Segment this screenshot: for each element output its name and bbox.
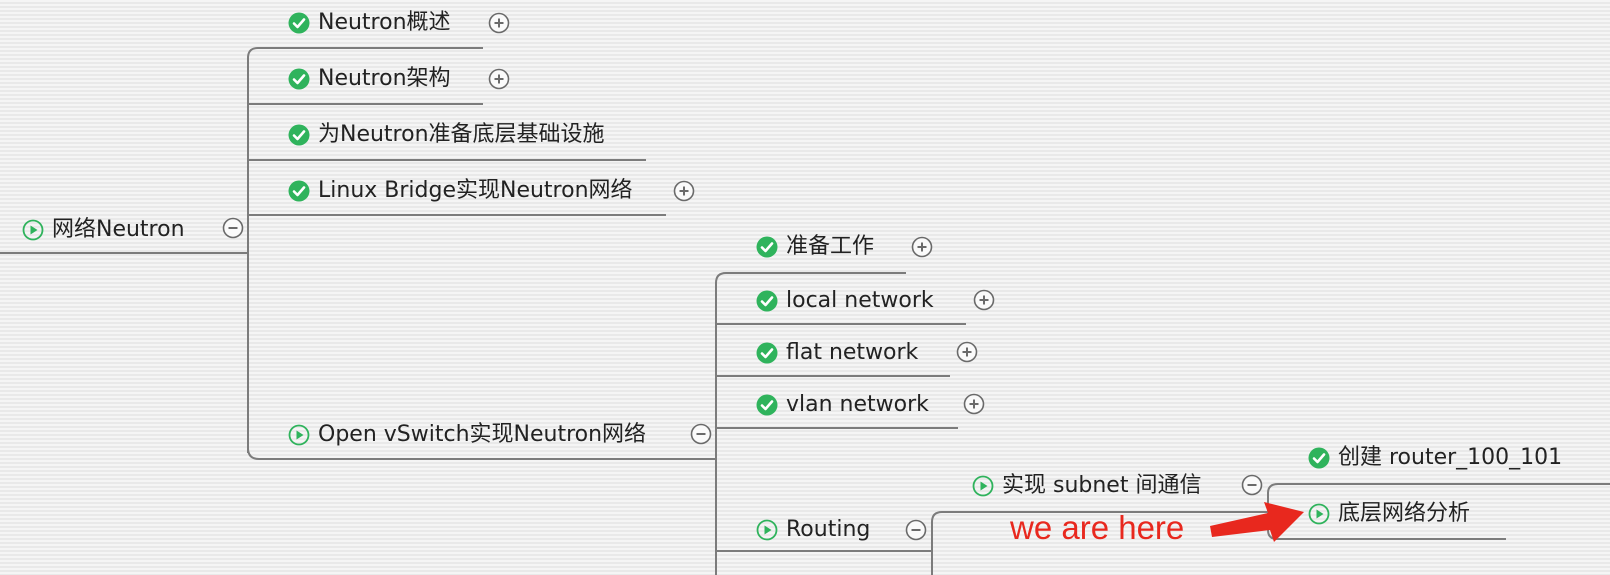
node-neutron-infrastructure[interactable]: 为Neutron准备底层基础设施	[288, 121, 605, 149]
check-circle-icon	[288, 68, 310, 90]
expand-plus-icon[interactable]	[673, 180, 695, 202]
node-underlay-analysis[interactable]: 底层网络分析	[1308, 500, 1470, 528]
node-subnet-communication[interactable]: 实现 subnet 间通信	[972, 472, 1201, 500]
node-label: Open vSwitch实现Neutron网络	[318, 422, 647, 447]
play-circle-icon	[22, 219, 44, 241]
check-circle-icon	[288, 12, 310, 34]
check-circle-icon	[756, 236, 778, 258]
collapse-minus-icon[interactable]	[1241, 474, 1263, 496]
node-label: 创建 router_100_101	[1338, 445, 1563, 470]
check-circle-icon	[1308, 447, 1330, 469]
check-circle-icon	[288, 124, 310, 146]
expand-plus-icon[interactable]	[488, 12, 510, 34]
node-label: 网络Neutron	[52, 217, 185, 242]
node-routing[interactable]: Routing	[756, 516, 870, 544]
node-label: Neutron架构	[318, 66, 451, 91]
play-circle-icon	[1308, 503, 1330, 525]
expand-plus-icon[interactable]	[488, 68, 510, 90]
expand-plus-icon[interactable]	[963, 393, 985, 415]
red-arrow-icon	[1210, 502, 1304, 542]
node-label: 为Neutron准备底层基础设施	[318, 122, 605, 147]
node-flat-network[interactable]: flat network	[756, 339, 918, 367]
check-circle-icon	[756, 342, 778, 364]
node-label: Neutron概述	[318, 10, 451, 35]
collapse-minus-icon[interactable]	[690, 423, 712, 445]
play-circle-icon	[288, 424, 310, 446]
expand-plus-icon[interactable]	[911, 236, 933, 258]
check-circle-icon	[756, 394, 778, 416]
expand-plus-icon[interactable]	[956, 341, 978, 363]
node-label: 准备工作	[786, 234, 875, 259]
check-circle-icon	[756, 290, 778, 312]
annotation-we-are-here: we are here	[1010, 509, 1185, 546]
node-label: flat network	[786, 340, 919, 365]
collapse-minus-icon[interactable]	[905, 519, 927, 541]
node-local-network[interactable]: local network	[756, 287, 934, 315]
expand-plus-icon[interactable]	[973, 289, 995, 311]
node-network-neutron[interactable]: 网络Neutron	[22, 216, 185, 244]
node-label: Linux Bridge实现Neutron网络	[318, 178, 633, 203]
node-label: vlan network	[786, 392, 929, 417]
node-label: 底层网络分析	[1338, 501, 1471, 526]
play-circle-icon	[972, 475, 994, 497]
node-label: local network	[786, 288, 934, 313]
node-label: 实现 subnet 间通信	[1002, 473, 1202, 498]
node-label: Routing	[786, 517, 871, 542]
collapse-minus-icon[interactable]	[222, 217, 244, 239]
node-linux-bridge[interactable]: Linux Bridge实现Neutron网络	[288, 177, 633, 205]
node-neutron-architecture[interactable]: Neutron架构	[288, 65, 451, 93]
node-create-router[interactable]: 创建 router_100_101	[1308, 444, 1562, 472]
node-open-vswitch[interactable]: Open vSwitch实现Neutron网络	[288, 421, 646, 449]
play-circle-icon	[756, 519, 778, 541]
check-circle-icon	[288, 180, 310, 202]
node-neutron-overview[interactable]: Neutron概述	[288, 9, 451, 37]
node-prep-work[interactable]: 准备工作	[756, 233, 874, 261]
node-vlan-network[interactable]: vlan network	[756, 391, 929, 419]
